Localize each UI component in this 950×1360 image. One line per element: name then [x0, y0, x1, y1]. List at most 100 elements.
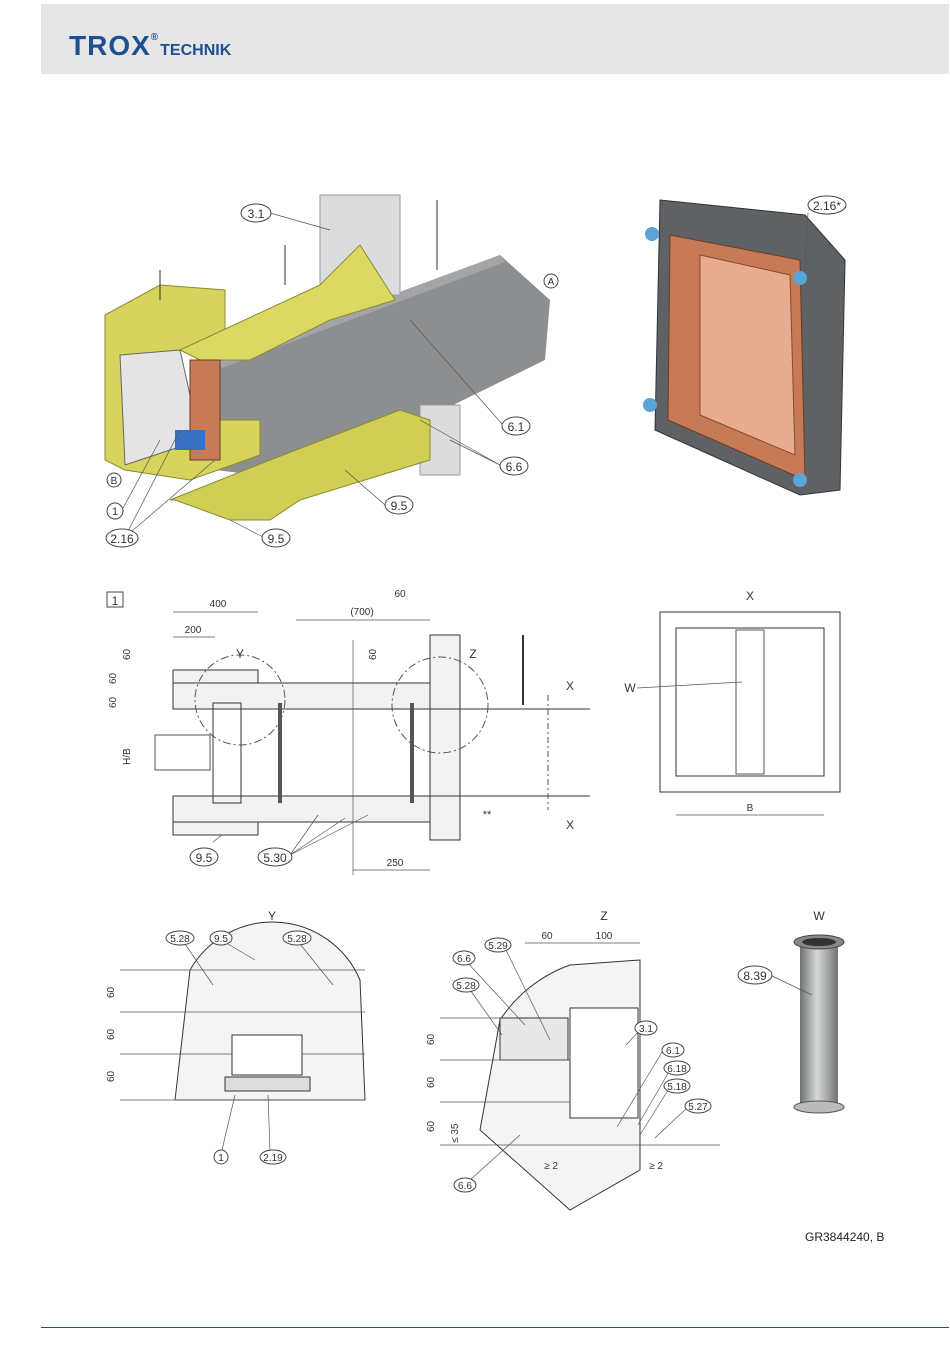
svg-text:3.1: 3.1 [639, 1024, 653, 1035]
svg-text:60: 60 [106, 1070, 117, 1082]
svg-text:60: 60 [368, 648, 379, 660]
svg-text:60: 60 [108, 672, 119, 684]
svg-text:60: 60 [394, 589, 406, 600]
callout-6-18: 6.18 [663, 1060, 691, 1076]
svg-text:250: 250 [387, 858, 404, 869]
svg-text:9.5: 9.5 [391, 499, 408, 513]
svg-text:60: 60 [426, 1076, 437, 1088]
svg-text:2.16*: 2.16* [813, 199, 841, 213]
svg-text:Y: Y [268, 909, 276, 923]
svg-text:B: B [747, 803, 754, 814]
footer-divider [41, 1327, 949, 1328]
callout-6-6-a: 6.6 [452, 950, 476, 966]
svg-text:≥ 2: ≥ 2 [649, 1161, 663, 1172]
svg-text:≥ 2: ≥ 2 [544, 1161, 558, 1172]
trox-logo: TROX®TECHNIK [69, 30, 231, 62]
svg-text:5.28: 5.28 [456, 981, 476, 992]
svg-text:X: X [566, 679, 574, 693]
callout-9-5-a: 9.5 [384, 495, 414, 515]
callout-9-5: 9.5 [189, 847, 219, 867]
svg-text:X: X [566, 818, 574, 832]
svg-text:60: 60 [122, 648, 133, 660]
callout-5-27: 5.27 [684, 1098, 712, 1114]
svg-text:6.1: 6.1 [666, 1046, 680, 1057]
callout-b: B [106, 472, 122, 488]
callout-8-39: 8.39 [737, 965, 773, 985]
svg-text:5.28: 5.28 [170, 934, 190, 945]
svg-text:5.18: 5.18 [667, 1082, 687, 1093]
callout-3-1: 3.1 [634, 1020, 658, 1036]
svg-text:6.18: 6.18 [667, 1064, 687, 1075]
svg-text:**: ** [483, 809, 492, 821]
callout-2-16: 2.16 [105, 528, 139, 548]
svg-text:Z: Z [469, 647, 476, 661]
svg-text:W: W [813, 909, 825, 923]
svg-text:B: B [111, 476, 118, 487]
callout-5-28-b: 5.28 [282, 930, 312, 946]
svg-text:60: 60 [108, 696, 119, 708]
callout-5-28-a: 5.28 [165, 930, 195, 946]
svg-text:1: 1 [112, 506, 118, 518]
svg-text:100: 100 [596, 931, 613, 942]
svg-text:Y: Y [236, 647, 244, 661]
drawing-code: GR3844240, B [805, 1230, 885, 1244]
svg-text:9.5: 9.5 [196, 851, 213, 865]
callout-9-5: 9.5 [209, 930, 233, 946]
callout-6-6-b: 6.6 [453, 1177, 477, 1193]
callout-1: 1 [106, 502, 124, 520]
view-x: X W B [624, 589, 841, 816]
svg-text:60: 60 [426, 1120, 437, 1132]
page-header: TROX®TECHNIK [41, 4, 949, 74]
svg-text:X: X [746, 589, 754, 603]
svg-text:60: 60 [541, 931, 553, 942]
callout-5-30: 5.30 [257, 847, 293, 867]
svg-text:5.30: 5.30 [263, 851, 287, 865]
detail-w: W 8.39 [737, 909, 845, 1114]
callout-6-1: 6.1 [501, 416, 531, 436]
svg-text:60: 60 [106, 1028, 117, 1040]
callout-3-1: 3.1 [240, 203, 272, 223]
svg-text:400: 400 [210, 599, 227, 610]
callout-2-19: 2.19 [259, 1149, 287, 1165]
callout-5-28: 5.28 [452, 977, 480, 993]
svg-text:1: 1 [218, 1153, 224, 1164]
callout-5-18: 5.18 [663, 1078, 691, 1094]
callout-a: A [543, 273, 559, 289]
frame-3d-illustration: 2.16* [643, 195, 847, 496]
logo-main: TROX [69, 30, 151, 61]
section-number: 1 [112, 594, 119, 608]
svg-text:H/B: H/B [122, 748, 133, 765]
svg-text:6.6: 6.6 [457, 954, 471, 965]
svg-text:9.5: 9.5 [268, 532, 285, 546]
callout-9-5-b: 9.5 [261, 528, 291, 548]
detail-y: Y 60 60 60 5.28 9.5 5.28 1 2.19 [106, 909, 366, 1165]
svg-text:(700): (700) [350, 607, 373, 618]
svg-text:60: 60 [426, 1033, 437, 1045]
logo-sub: TECHNIK [160, 42, 232, 59]
svg-text:A: A [548, 277, 555, 288]
svg-text:6.1: 6.1 [508, 420, 525, 434]
svg-text:W: W [624, 681, 636, 695]
svg-text:200: 200 [185, 625, 202, 636]
logo-reg: ® [150, 32, 159, 43]
svg-text:60: 60 [106, 986, 117, 998]
installation-3d-illustration: 3.1 A 6.1 6.6 9.5 9.5 2.16 1 B [104, 194, 559, 548]
callout-2-16-star: 2.16* [807, 195, 847, 215]
callout-5-29: 5.29 [484, 937, 512, 953]
detail-z: Z 60 100 60 60 60 ≤ 35 ≥ 2 ≥ 2 5.29 6.6 … [426, 909, 720, 1211]
svg-text:3.1: 3.1 [248, 207, 265, 221]
svg-text:6.6: 6.6 [458, 1181, 472, 1192]
svg-text:8.39: 8.39 [743, 969, 767, 983]
svg-text:Z: Z [600, 909, 607, 923]
svg-text:5.28: 5.28 [287, 934, 307, 945]
svg-text:≤ 35: ≤ 35 [450, 1123, 461, 1143]
svg-text:2.19: 2.19 [263, 1153, 283, 1164]
callout-1: 1 [213, 1149, 229, 1165]
callout-6-1: 6.1 [661, 1042, 685, 1058]
svg-text:5.27: 5.27 [688, 1102, 708, 1113]
svg-text:5.29: 5.29 [488, 941, 508, 952]
svg-text:9.5: 9.5 [214, 934, 228, 945]
callout-6-6: 6.6 [499, 456, 529, 476]
svg-text:6.6: 6.6 [506, 460, 523, 474]
